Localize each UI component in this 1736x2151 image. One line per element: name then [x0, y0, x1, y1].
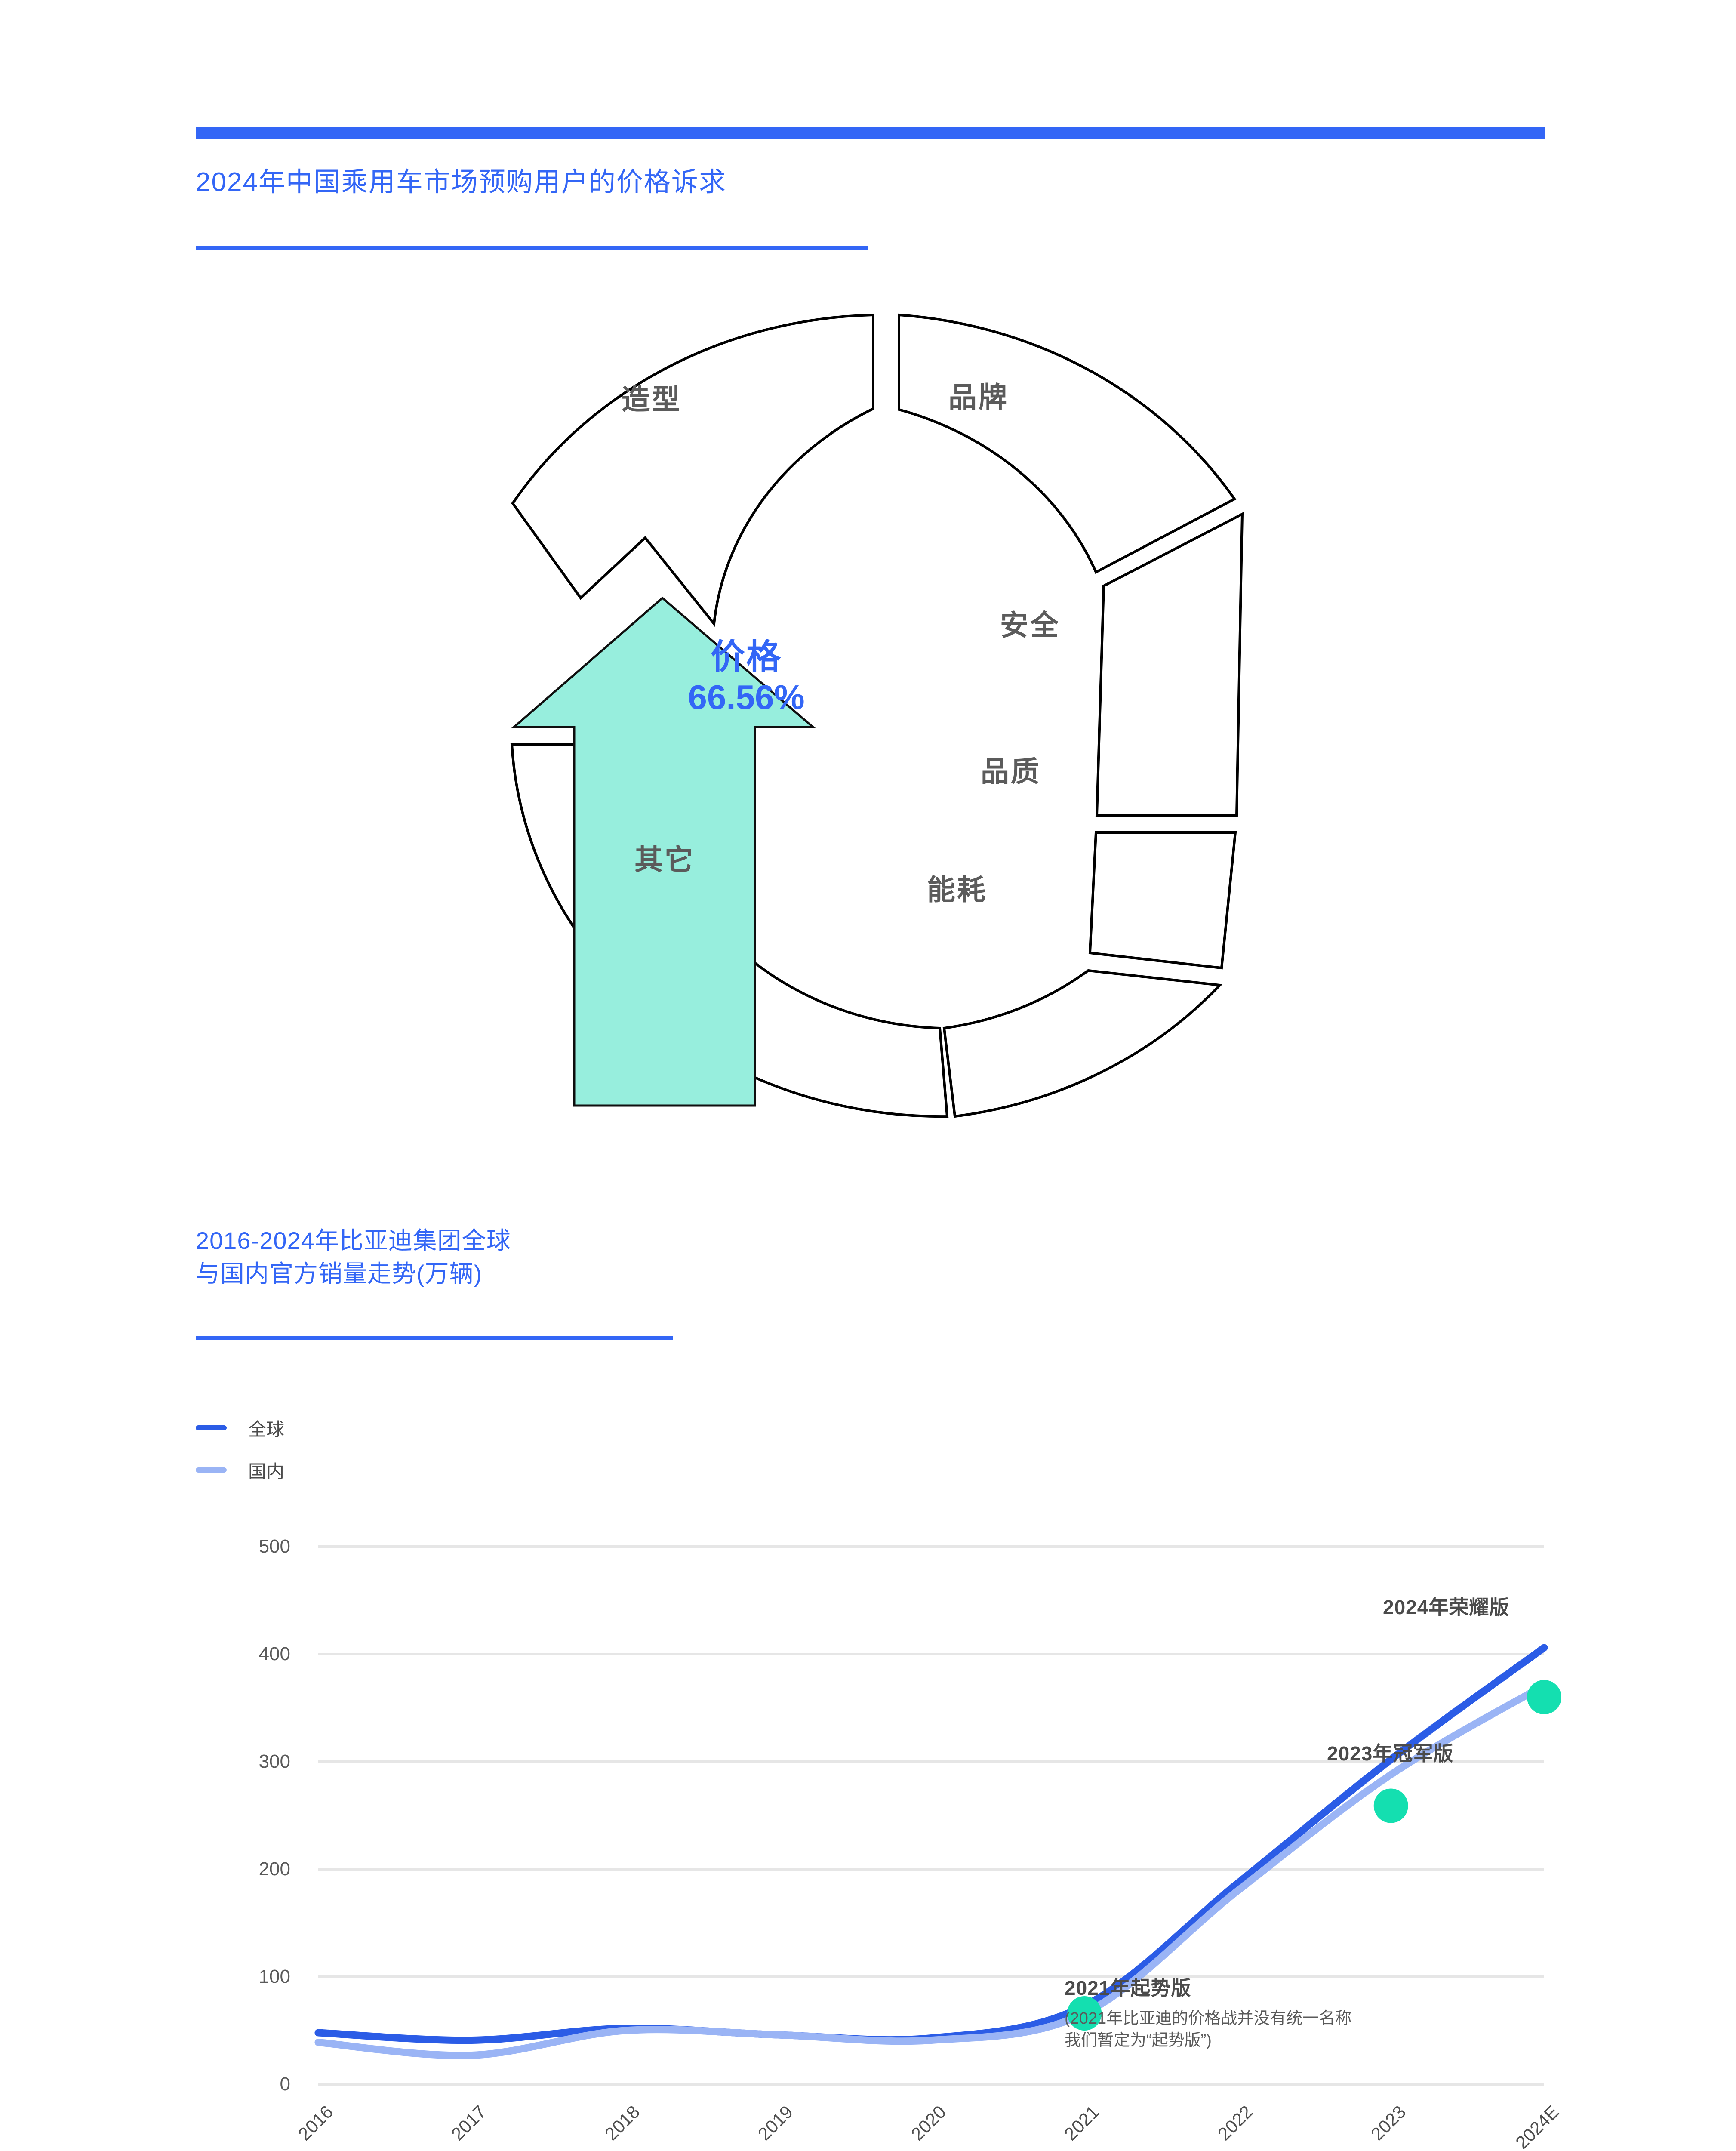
legend-item-global: 全球	[196, 1407, 284, 1449]
annotation-2024-head: 2024年荣耀版	[1383, 1596, 1510, 1618]
annotation-2021-sub-line2: 我们暂定为“起势版”)	[1065, 2031, 1212, 2050]
series-line-domestic	[314, 1682, 1548, 2059]
ring-label-pinzhi: 品质	[981, 755, 1041, 787]
ring-label-anquan: 安全	[1000, 609, 1060, 641]
ring-segment-pinzhi	[1088, 831, 1237, 970]
title-underline	[196, 246, 868, 250]
ring-segment-pinpai	[898, 313, 1237, 574]
ring-label-pinpai: 品牌	[948, 381, 1009, 413]
legend-item-domestic: 国内	[196, 1449, 284, 1491]
chart-title: 2016-2024年比亚迪集团全球 与国内官方销量走势(万辆)	[196, 1224, 511, 1291]
ring-label-zaoxing: 造型	[622, 383, 682, 415]
legend-label-domestic: 国内	[248, 1461, 285, 1482]
top-accent-bar	[196, 127, 1545, 139]
line-chart-svg	[314, 1545, 1561, 2086]
data-point-marker	[1527, 1680, 1561, 1714]
price-highlight-value: 66.56%	[688, 678, 805, 717]
annotation-2021-sub: (2021年比亚迪的价格战并没有统一名称 我们暂定为“起势版”)	[1065, 2008, 1351, 2052]
annotation-2023-head: 2023年冠军版	[1327, 1742, 1454, 1765]
annotation-2021: 2021年起势版 (2021年比亚迪的价格战并没有统一名称 我们暂定为“起势版”…	[1065, 1972, 1351, 2052]
ring-segment-anquan	[1095, 512, 1244, 817]
ring-label-qita: 其它	[634, 844, 695, 875]
ring-diagram-svg	[510, 313, 1244, 1118]
chart-title-line2: 与国内官方销量走势(万辆)	[196, 1260, 483, 1288]
annotation-2021-sub-line1: (2021年比亚迪的价格战并没有统一名称	[1065, 2009, 1352, 2028]
y-axis-tick-label: 100	[259, 1966, 290, 1987]
ring-segment-nenghao	[942, 969, 1223, 1118]
price-highlight: 价格 66.56%	[656, 637, 837, 718]
ring-label-nenghao: 能耗	[927, 874, 987, 906]
y-axis-tick-label: 200	[259, 1858, 290, 1880]
legend-swatch-domestic	[196, 1467, 227, 1473]
chart-title-line1: 2016-2024年比亚迪集团全球	[196, 1227, 511, 1254]
page-title: 2024年中国乘用车市场预购用户的价格诉求	[196, 167, 726, 197]
series-line-global	[314, 1644, 1548, 2044]
ring-segment-zaoxing	[511, 313, 874, 627]
annotation-2024: 2024年荣耀版	[1383, 1592, 1509, 1620]
data-point-marker	[1067, 1996, 1102, 2031]
y-axis-tick-label: 300	[259, 1751, 290, 1772]
legend-label-global: 全球	[248, 1419, 285, 1439]
annotation-2023: 2023年冠军版	[1327, 1738, 1453, 1766]
legend-swatch-global	[196, 1425, 227, 1430]
data-point-marker	[1373, 1788, 1408, 1823]
chart-legend: 全球 国内	[196, 1407, 284, 1491]
ring-diagram: 造型 品牌 安全 品质 能耗 其它 价格 66.56%	[404, 297, 1342, 1140]
chart-markers	[1067, 1680, 1561, 2031]
y-axis-tick-label: 400	[259, 1643, 290, 1664]
y-axis-tick-label: 500	[259, 1536, 290, 1557]
price-arrow-shape	[511, 596, 816, 1107]
annotation-2021-head: 2021年起势版	[1065, 1977, 1191, 1999]
chart-gridlines	[318, 1545, 1544, 2086]
y-axis-tick-label: 0	[280, 2074, 290, 2095]
price-highlight-label: 价格	[711, 638, 782, 676]
chart-title-underline	[196, 1336, 673, 1340]
